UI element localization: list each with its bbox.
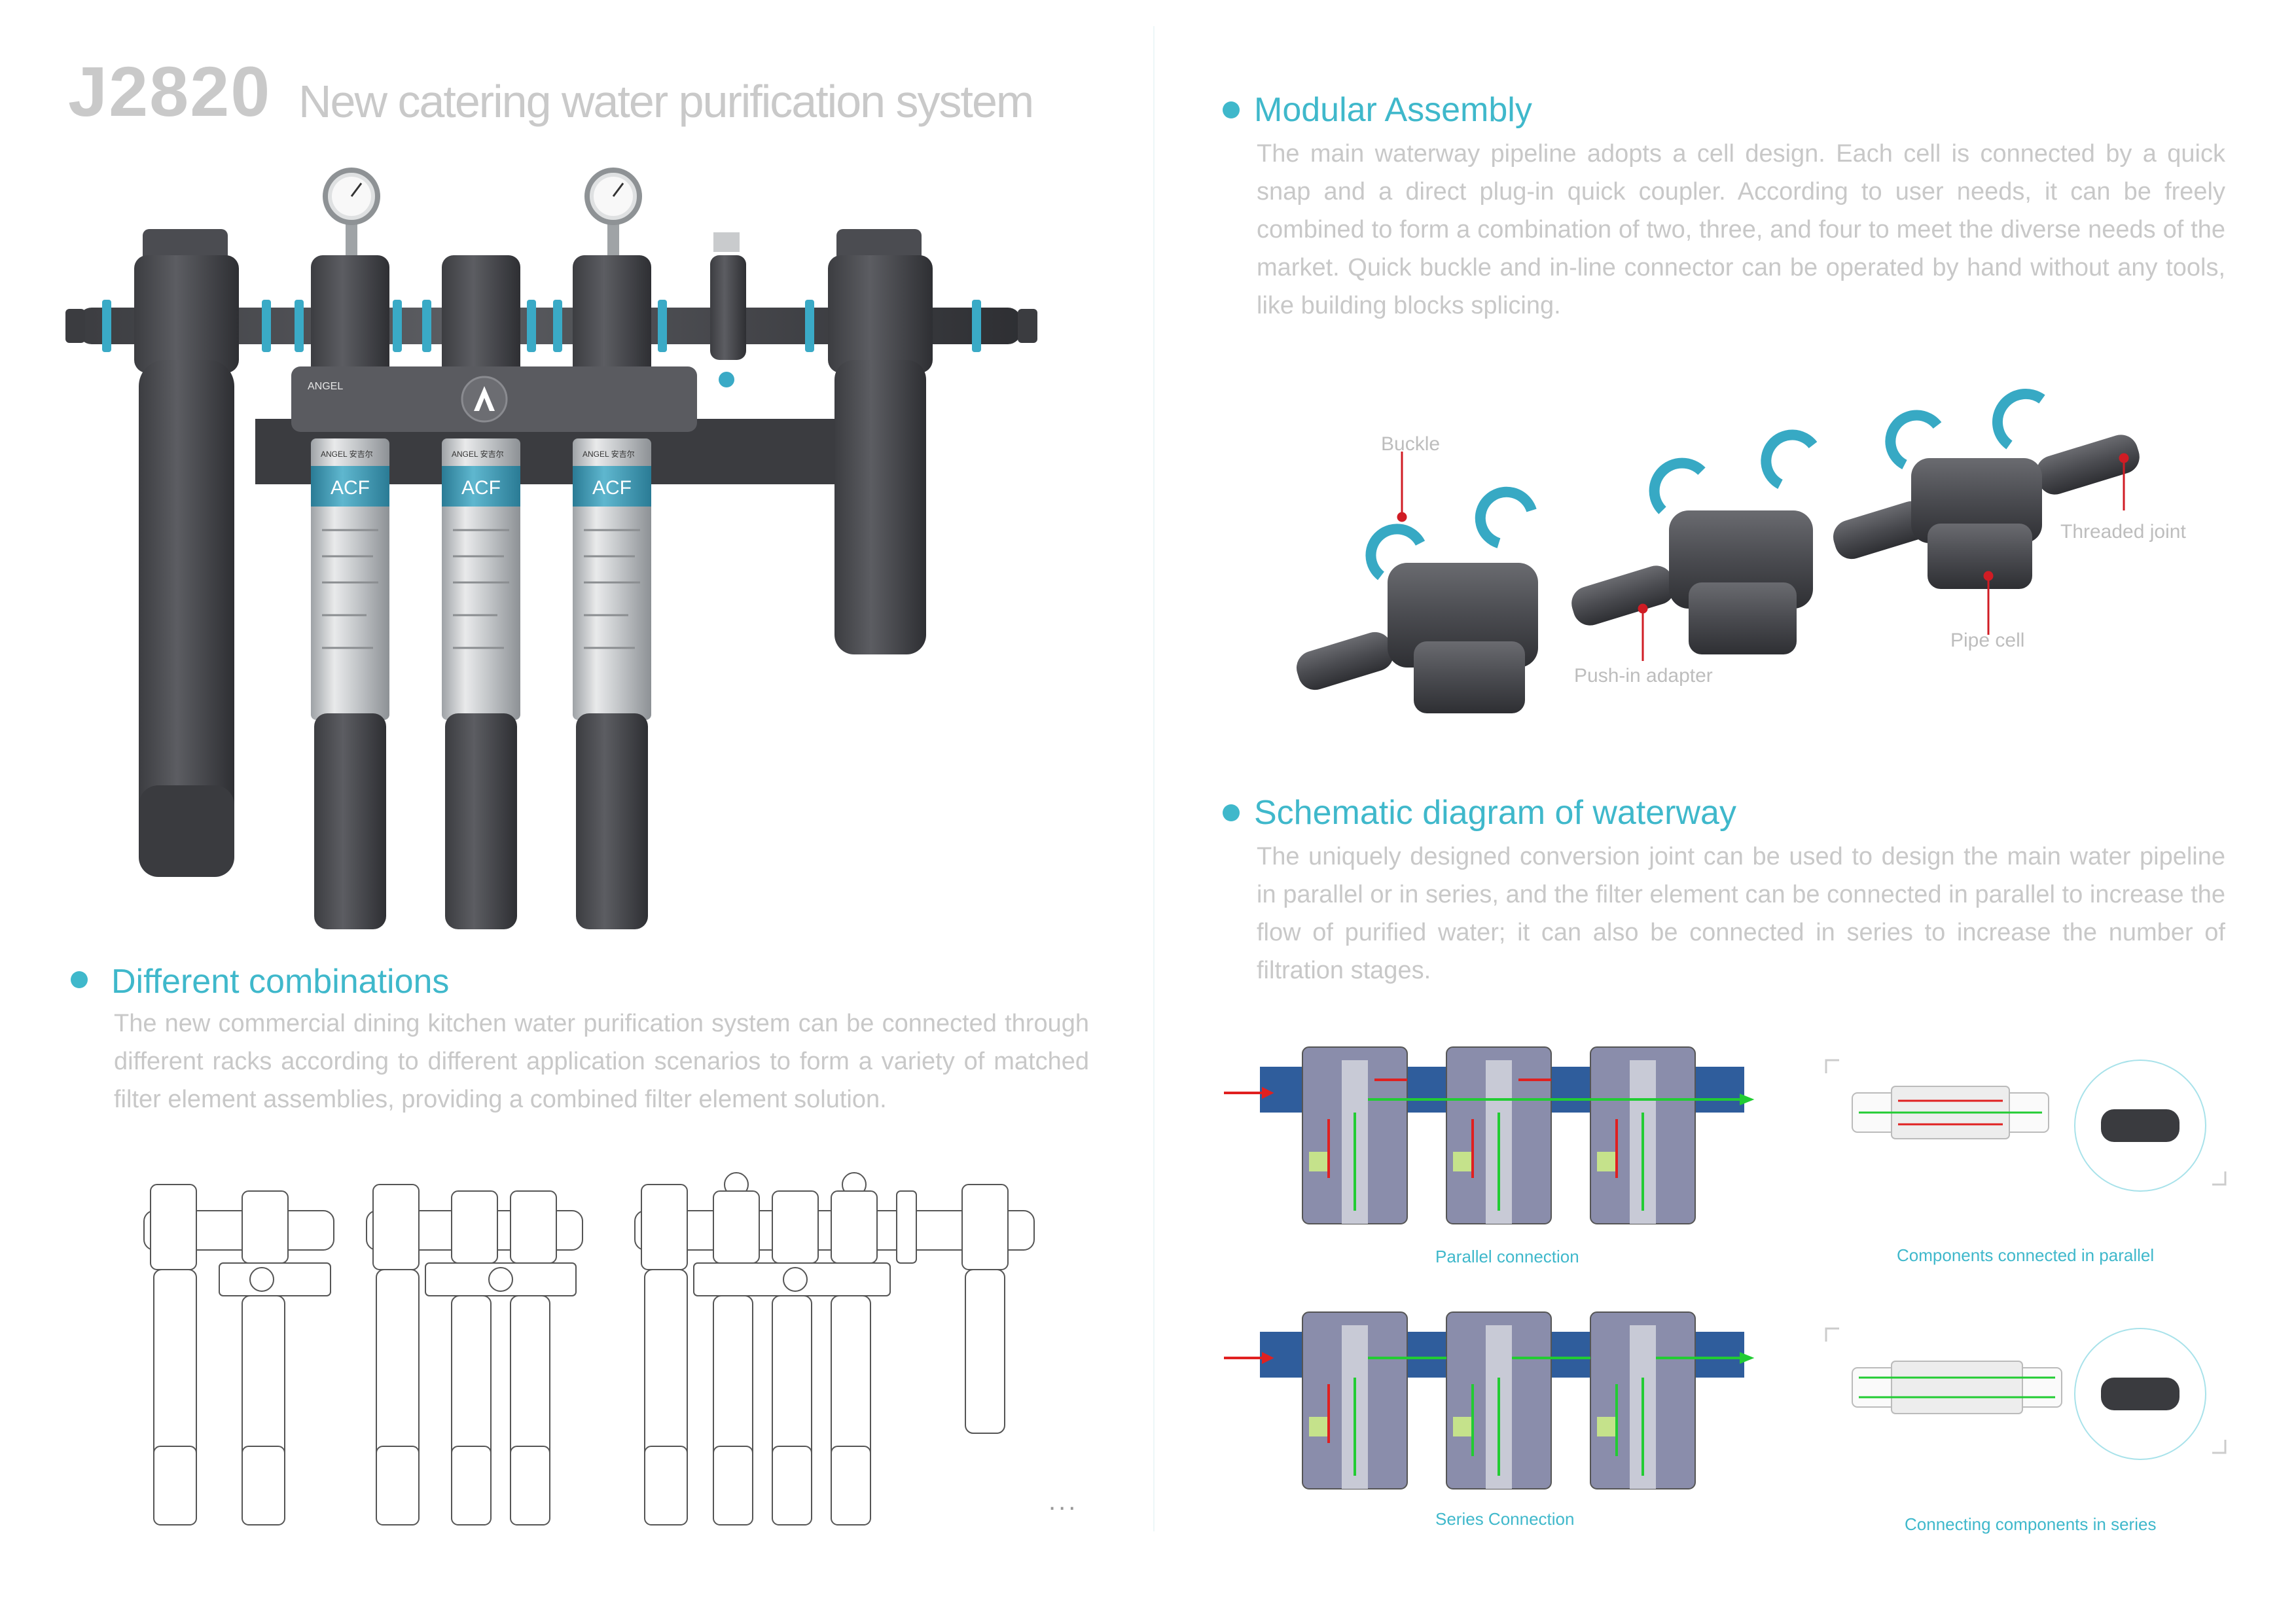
combinations-text: The new commercial dining kitchen water … <box>114 1010 1089 1113</box>
caption-series-components: Connecting components in series <box>1905 1514 2157 1534</box>
callout-threaded-joint: Threaded joint <box>2060 521 2186 543</box>
bullet-combinations <box>71 971 88 988</box>
callout-push-in: Push-in adapter <box>1574 665 1713 687</box>
callout-pipe-cell: Pipe cell <box>1950 630 2025 651</box>
bullet-modular <box>1223 101 1240 118</box>
bullet-schematic <box>1223 804 1240 821</box>
caption-series: Series Connection <box>1435 1509 1575 1529</box>
modular-heading: Modular Assembly <box>1254 91 1532 129</box>
page-divider <box>1153 26 1155 1531</box>
parallel-components-image <box>1825 1059 2227 1192</box>
cartridge-2-brand: ANGEL 安吉尔 <box>452 449 504 459</box>
cartridge-3-brand: ANGEL 安吉尔 <box>583 449 635 459</box>
cartridge-1-brand: ANGEL 安吉尔 <box>321 449 373 459</box>
more-indicator: ... <box>1049 1487 1079 1516</box>
callout-buckle: Buckle <box>1381 433 1441 455</box>
modular-text: The main waterway pipeline adopts a cell… <box>1257 140 2225 319</box>
series-components-image <box>1825 1327 2227 1460</box>
combinations-heading: Different combinations <box>111 963 450 1001</box>
cartridge-2-label: ACF <box>461 477 501 499</box>
combination-drawings <box>143 1172 1035 1525</box>
model-number: J2820 <box>68 52 272 131</box>
schematic-heading: Schematic diagram of waterway <box>1254 794 1736 832</box>
cartridge-3-label: ACF <box>592 477 632 499</box>
caption-parallel: Parallel connection <box>1435 1247 1579 1266</box>
schematic-text: The uniquely designed conversion joint c… <box>1257 843 2225 984</box>
parallel-diagram <box>1224 1046 1755 1224</box>
caption-parallel-components: Components connected in parallel <box>1897 1245 2155 1265</box>
page-title: New catering water purification system <box>298 76 1034 127</box>
cartridge-1-label: ACF <box>331 477 370 499</box>
series-diagram <box>1224 1311 1755 1489</box>
brand-label: ANGEL <box>308 381 343 392</box>
callout-lines <box>1397 452 2129 661</box>
product-image: ANGEL ACF ACF ACF ANGEL 安吉尔 ANGEL 安吉尔 AN… <box>65 168 1037 929</box>
assembly-image <box>1296 389 2140 713</box>
